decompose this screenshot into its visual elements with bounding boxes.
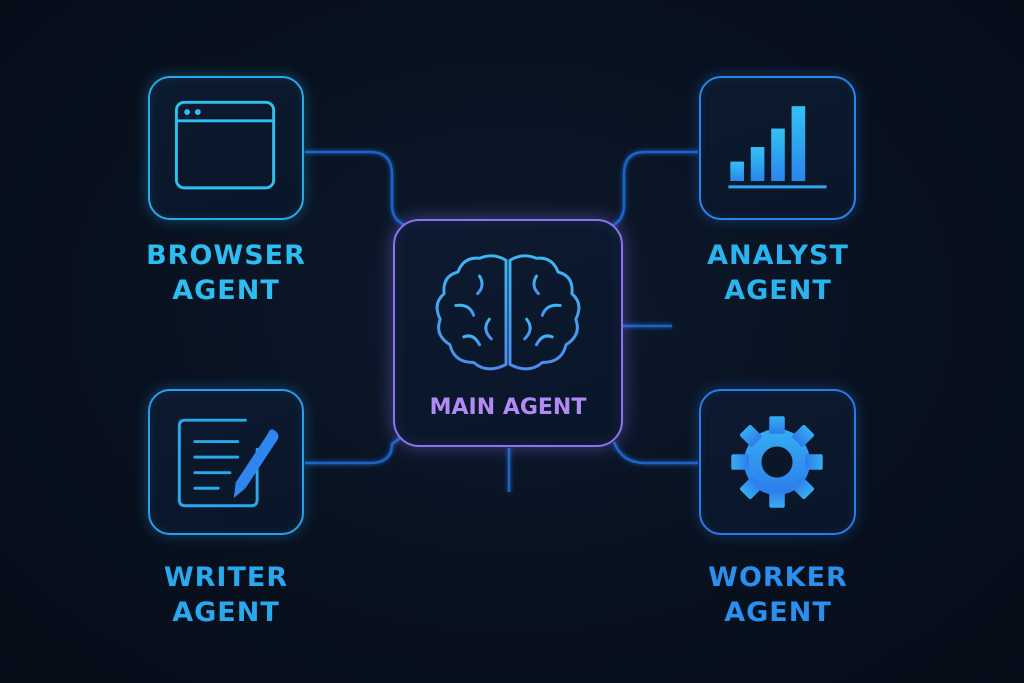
worker-agent-label: WORKER AGENT [680,560,876,630]
bar-chart-icon [701,78,854,218]
worker-agent-label-line1: WORKER [708,562,848,593]
writer-agent-label: WRITER AGENT [128,560,324,630]
analyst-agent-label: ANALYST AGENT [680,238,876,308]
writer-agent-label-line2: AGENT [172,597,280,628]
main-agent-label: MAIN AGENT [429,395,587,420]
worker-agent-node[interactable] [699,389,856,535]
link-worker [612,441,698,465]
analyst-agent-node[interactable] [699,76,856,220]
main-agent-node[interactable]: MAIN AGENT [393,219,623,447]
brain-icon [395,221,621,445]
browser-agent-label-line2: AGENT [172,275,280,306]
browser-window-icon [150,78,302,218]
analyst-agent-label-line1: ANALYST [707,240,849,271]
writer-agent-label-line1: WRITER [163,562,289,593]
browser-agent-node[interactable] [148,76,304,220]
worker-agent-label-line2: AGENT [724,597,832,628]
browser-agent-label: BROWSER AGENT [128,238,324,308]
document-pencil-icon [150,391,302,533]
link-browser [305,150,406,227]
writer-agent-node[interactable] [148,389,304,535]
analyst-agent-label-line2: AGENT [724,275,832,306]
link-writer [305,434,405,465]
browser-agent-label-line1: BROWSER [146,240,306,271]
link-analyst [611,150,698,228]
gear-icon [701,391,854,533]
